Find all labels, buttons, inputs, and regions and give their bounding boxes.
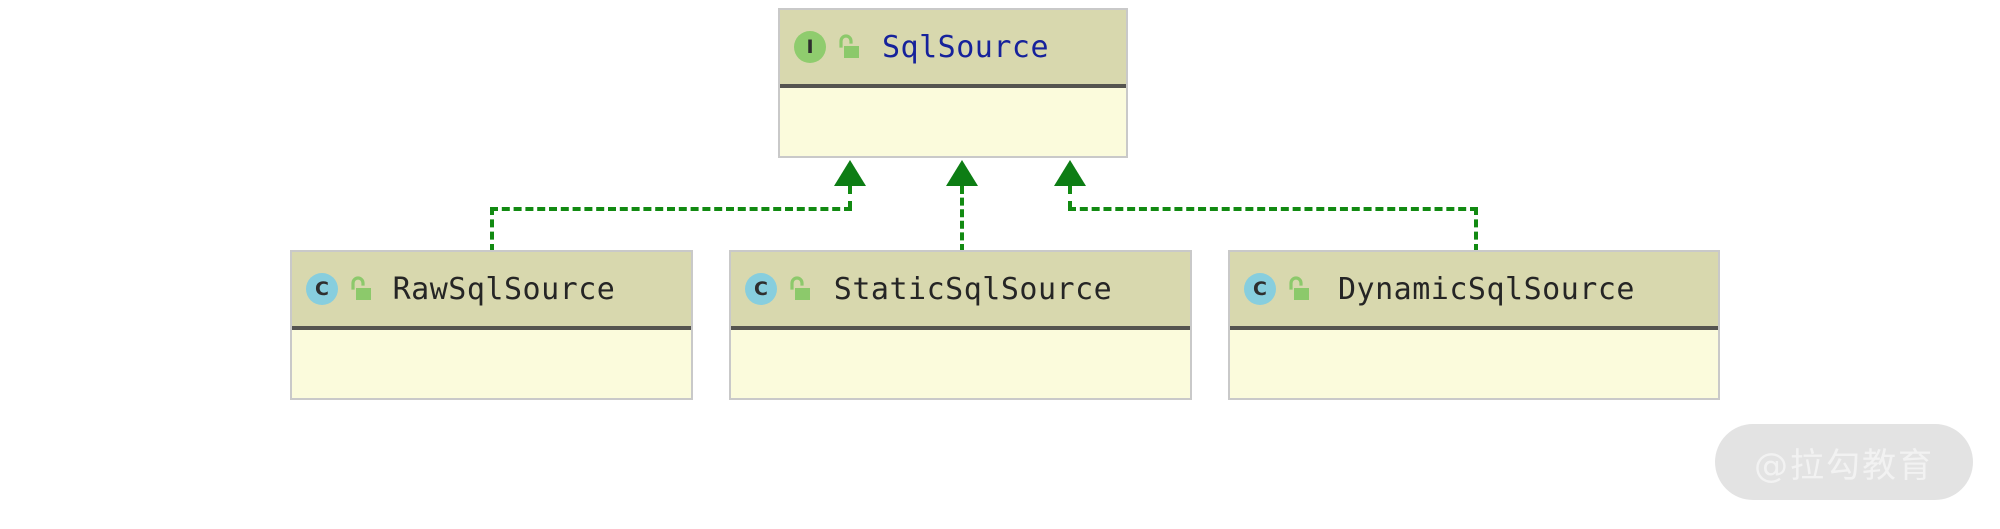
- unlocked-padlock-icon: [1289, 276, 1309, 300]
- uml-node-rawsqlsource[interactable]: C RawSqlSource: [290, 250, 693, 400]
- uml-node-title-rawsqlsource: RawSqlSource: [392, 271, 616, 307]
- class-badge-icon: C: [1244, 273, 1276, 305]
- uml-node-header-sqlsource: I SqlSource: [780, 10, 1126, 88]
- realization-line-dynamicsqlsource-stub: [1068, 186, 1072, 209]
- watermark: @拉勾教育: [1715, 424, 1973, 500]
- uml-node-members-sqlsource: [780, 88, 1126, 156]
- uml-node-header-dynamicsqlsource: C DynamicSqlSource: [1230, 252, 1718, 330]
- realization-line-rawsqlsource-drop: [490, 207, 494, 252]
- class-badge-icon: C: [745, 273, 777, 305]
- realization-line-dynamicsqlsource-horizontal: [1068, 207, 1478, 211]
- uml-node-members-rawsqlsource: [292, 330, 691, 398]
- unlocked-padlock-icon: [790, 276, 810, 300]
- uml-node-title-dynamicsqlsource: DynamicSqlSource: [1338, 271, 1635, 307]
- uml-node-sqlsource[interactable]: I SqlSource: [778, 8, 1128, 158]
- uml-node-staticsqlsource[interactable]: C StaticSqlSource: [729, 250, 1192, 400]
- uml-node-dynamicsqlsource[interactable]: C DynamicSqlSource: [1228, 250, 1720, 400]
- realization-arrowhead-staticsqlsource: [946, 160, 978, 186]
- class-badge-icon: C: [306, 273, 338, 305]
- uml-node-title-sqlsource: SqlSource: [881, 29, 1050, 65]
- uml-node-title-staticsqlsource: StaticSqlSource: [833, 271, 1113, 307]
- watermark-text: @拉勾教育: [1754, 445, 1934, 486]
- realization-arrowhead-rawsqlsource: [834, 160, 866, 186]
- realization-arrowhead-dynamicsqlsource: [1054, 160, 1086, 186]
- unlocked-padlock-icon: [839, 34, 859, 58]
- uml-node-members-staticsqlsource: [731, 330, 1190, 398]
- realization-line-dynamicsqlsource-drop: [1474, 207, 1478, 252]
- uml-node-members-dynamicsqlsource: [1230, 330, 1718, 398]
- uml-node-header-rawsqlsource: C RawSqlSource: [292, 252, 691, 330]
- realization-line-staticsqlsource: [960, 186, 964, 252]
- realization-line-rawsqlsource-stub: [848, 186, 852, 209]
- realization-line-rawsqlsource-horizontal: [490, 207, 852, 211]
- interface-badge-icon: I: [794, 31, 826, 63]
- uml-node-header-staticsqlsource: C StaticSqlSource: [731, 252, 1190, 330]
- unlocked-padlock-icon: [351, 276, 371, 300]
